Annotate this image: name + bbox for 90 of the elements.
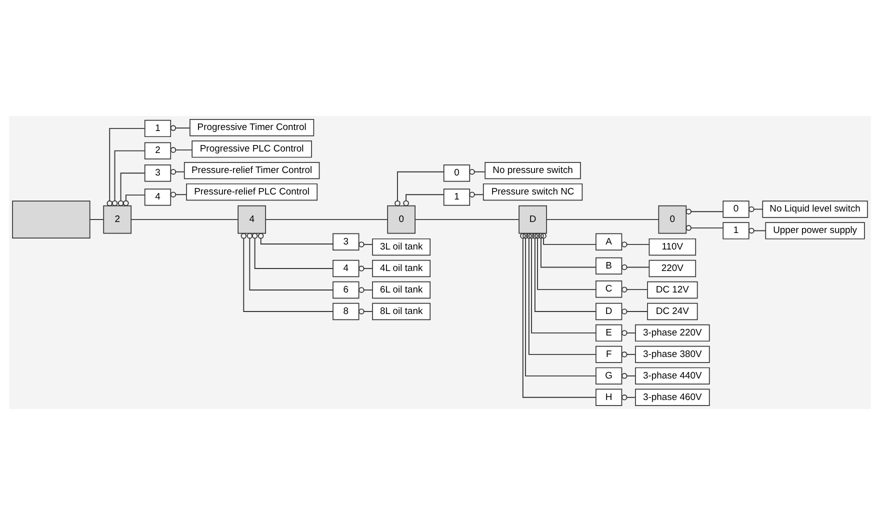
node-box: 3 <box>332 233 360 250</box>
connector <box>394 171 444 206</box>
connector <box>748 228 766 234</box>
node-box: 0 <box>722 200 750 218</box>
node-box: A <box>596 233 622 250</box>
node-box: 1 <box>443 188 470 206</box>
node-box: B <box>596 257 622 275</box>
connector <box>622 352 636 358</box>
connector <box>170 147 192 153</box>
node-box: Pressure-relief Timer Control <box>184 162 320 180</box>
node-box: G <box>596 367 622 384</box>
connector <box>106 128 146 206</box>
node-box: Progressive PLC Control <box>192 140 312 158</box>
node-box: Pressure switch NC <box>482 183 583 201</box>
connector <box>170 125 190 131</box>
connector <box>358 242 373 248</box>
connector <box>622 242 650 248</box>
connector <box>469 192 484 198</box>
node-box: Upper power supply <box>765 222 865 240</box>
node-box: 3-phase 380V <box>635 346 710 364</box>
node-box: 1 <box>144 120 172 138</box>
connector <box>118 172 146 206</box>
node-box: No pressure switch <box>484 162 581 180</box>
connector <box>358 266 373 272</box>
node-box: 4L oil tank <box>372 260 431 278</box>
node-box: 220V <box>648 260 696 278</box>
connector <box>90 219 104 220</box>
connector <box>358 308 373 314</box>
connector <box>622 286 648 292</box>
node-box: 3 <box>144 164 172 182</box>
node-box: 0 <box>658 205 687 234</box>
connector <box>252 232 334 269</box>
node-box: 8 <box>332 302 360 320</box>
node-box: 0 <box>387 205 416 234</box>
connector <box>403 194 444 206</box>
connector <box>358 287 373 293</box>
node-box: 6L oil tank <box>372 281 431 299</box>
node-box: 3-phase 220V <box>635 324 710 342</box>
connector <box>414 219 520 220</box>
node-box: 2 <box>144 142 172 160</box>
connector <box>170 168 184 175</box>
node-box: Progressive Timer Control <box>190 119 314 136</box>
node-box: 1 <box>722 222 750 240</box>
node-box: 4 <box>238 205 266 234</box>
connector <box>538 232 596 268</box>
node-box: D <box>596 302 622 320</box>
connector <box>265 219 388 220</box>
connector <box>622 264 650 270</box>
node-box: E <box>596 324 622 342</box>
connector <box>546 219 660 220</box>
connector <box>622 308 648 314</box>
node-box: 2 <box>103 205 132 234</box>
node-box: 110V <box>648 238 696 256</box>
node-box: D <box>518 205 547 234</box>
connector <box>686 225 724 231</box>
node-box: 3-phase 440V <box>635 367 710 384</box>
connector <box>520 233 596 398</box>
node-box: 4 <box>144 188 172 206</box>
connector <box>246 232 334 290</box>
node-box: 0 <box>443 164 470 182</box>
connector <box>532 233 596 312</box>
node-box: 6 <box>332 281 360 299</box>
node-box: No Liquid level switch <box>762 200 868 218</box>
connector <box>130 219 238 220</box>
connector <box>686 208 724 214</box>
connector <box>112 150 146 206</box>
node-box: F <box>596 346 622 364</box>
node-box: 4 <box>332 260 360 278</box>
node-box: DC 24V <box>647 302 698 320</box>
connector <box>170 192 187 198</box>
connector <box>258 233 334 244</box>
node-box: C <box>596 280 622 298</box>
node-box: 8L oil tank <box>372 302 431 320</box>
connector <box>540 232 596 245</box>
node-box: 3-phase 460V <box>635 388 710 406</box>
node-box: Pressure-relief PLC Control <box>186 183 318 201</box>
connector <box>622 330 636 336</box>
connector <box>622 373 636 379</box>
connector <box>522 232 596 376</box>
connector <box>469 168 486 175</box>
node-box: H <box>596 388 622 406</box>
connector <box>526 233 596 355</box>
connector <box>528 232 596 334</box>
node-box: 3L oil tank <box>372 238 431 256</box>
connector <box>123 194 146 206</box>
connector <box>240 233 334 312</box>
connector <box>534 232 596 290</box>
connector <box>622 394 636 400</box>
node-box <box>12 200 90 238</box>
node-box: DC 12V <box>647 281 698 299</box>
